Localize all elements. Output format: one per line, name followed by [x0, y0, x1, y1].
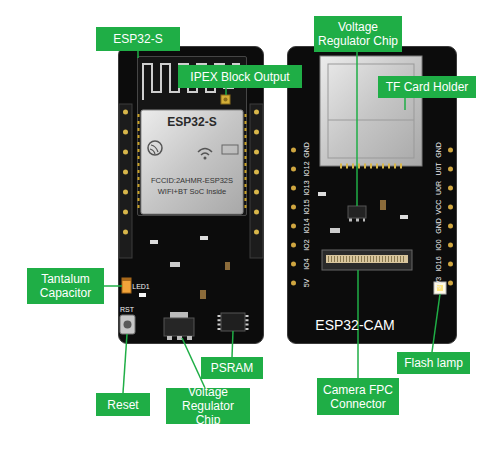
- pin-label: U0T: [435, 162, 442, 175]
- callout-box: Tantalum Capacitor: [27, 268, 104, 304]
- callout-box: TF Card Holder: [378, 76, 476, 98]
- pin-label: GND: [435, 218, 442, 234]
- callout-box: Reset: [96, 393, 150, 416]
- callout-box: Camera FPC Connector: [317, 378, 399, 415]
- pin-label: IO13: [303, 180, 310, 195]
- pin-label: GND: [303, 142, 310, 158]
- callout-box: IPEX Block Output: [178, 65, 302, 88]
- callout-text: Flash lamp: [404, 356, 463, 370]
- pin-label: IO2: [303, 239, 310, 250]
- silkscreen-text: LED1: [132, 283, 150, 290]
- callout-text: Tantalum Capacitor: [30, 272, 101, 300]
- callout-box: Voltage Regulator Chip: [314, 16, 402, 52]
- callout-text: Camera FPC Connector: [320, 383, 396, 411]
- pin-label: VCC: [435, 200, 442, 215]
- pcb-board: LED1RST ESP32-S FCCID:2AHMR-ESP32S WIFI+BT …: [118, 46, 264, 344]
- callout-box: Flash lamp: [397, 352, 470, 374]
- pin-label: 5V: [303, 279, 310, 288]
- module-marking: ESP32-S: [167, 116, 216, 128]
- silkscreen-text: RST: [120, 306, 134, 313]
- module-marking: FCCID:2AHMR-ESP32S: [151, 177, 233, 185]
- callout-box: PSRAM: [201, 357, 263, 379]
- callout-text: IPEX Block Output: [190, 70, 289, 84]
- callout-text: Reset: [107, 398, 138, 412]
- callout-text: TF Card Holder: [386, 80, 469, 94]
- pin-label: 3V3: [435, 277, 442, 289]
- pin-label: GND: [435, 142, 442, 158]
- pin-label: U0R: [435, 181, 442, 195]
- pin-label: IO16: [435, 256, 442, 271]
- pin-label: IO4: [303, 258, 310, 269]
- pin-label: IO14: [303, 218, 310, 233]
- silkscreen-text: ESP32-CAM: [315, 318, 394, 332]
- pin-label: IO0: [435, 239, 442, 250]
- module-marking: WIFI+BT SoC Inside: [158, 188, 226, 196]
- callout-box: Voltage Regulator Chip: [166, 388, 250, 424]
- callout-text: Voltage Regulator Chip: [169, 385, 247, 427]
- callout-box: ESP32-S: [96, 27, 180, 51]
- pin-label: IO12: [303, 161, 310, 176]
- callout-text: ESP32-S: [113, 32, 162, 46]
- callout-text: PSRAM: [211, 361, 254, 375]
- pin-label: IO15: [303, 199, 310, 214]
- callout-text: Voltage Regulator Chip: [317, 20, 399, 48]
